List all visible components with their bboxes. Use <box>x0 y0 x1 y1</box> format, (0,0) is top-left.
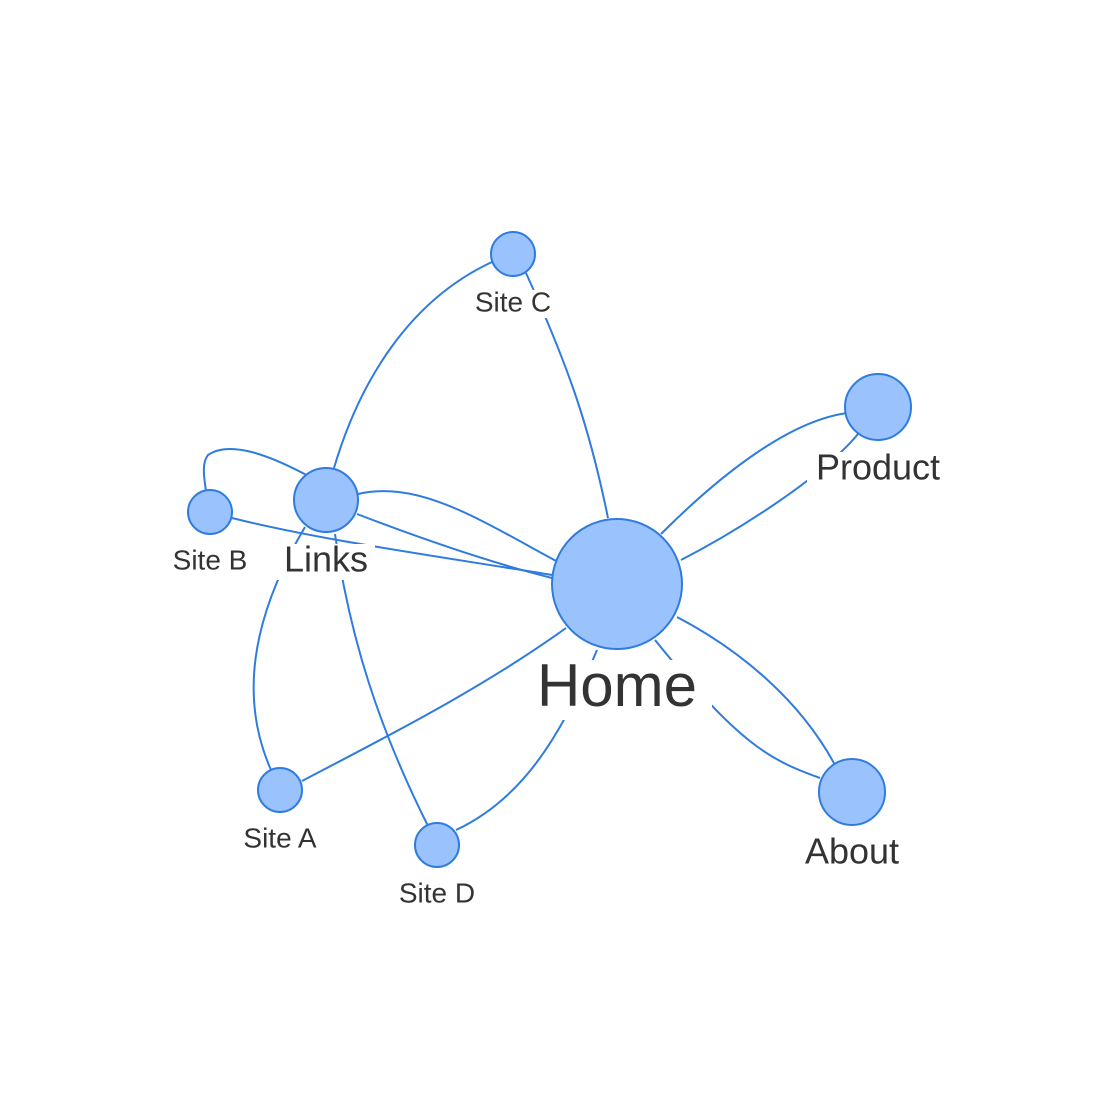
node-site-c: Site C <box>469 231 557 318</box>
node-about-circle <box>818 758 886 826</box>
edge-home-links <box>357 490 559 563</box>
node-home-label-bg <box>522 660 712 720</box>
node-site-a-circle <box>257 767 303 813</box>
node-site-b-label: Site B <box>173 544 248 575</box>
node-site-d: Site D <box>393 822 481 909</box>
node-site-d-label-bg <box>393 881 481 909</box>
node-product-label-bg <box>807 452 949 488</box>
node-site-a-label: Site A <box>243 822 316 853</box>
edge-links-site-c <box>333 261 493 469</box>
node-site-d-circle <box>414 822 460 868</box>
node-links-label: Links <box>284 539 368 580</box>
node-site-b-circle <box>187 489 233 535</box>
node-about: About <box>797 758 907 872</box>
node-about-label: About <box>805 831 899 872</box>
node-site-a: Site A <box>236 767 324 854</box>
node-home-circle <box>551 518 683 650</box>
edge-home-site-b <box>231 517 553 576</box>
edge-links-site-b <box>202 447 313 494</box>
edge-home-product <box>660 412 849 535</box>
node-site-a-label-bg <box>236 826 324 854</box>
node-site-c-label: Site C <box>475 286 551 317</box>
node-home-label: Home <box>537 652 697 719</box>
node-site-c-label-bg <box>469 290 557 318</box>
node-links-circle <box>293 467 359 533</box>
node-site-c-circle <box>490 231 536 277</box>
node-about-label-bg <box>797 836 907 872</box>
node-product-circle <box>844 373 912 441</box>
edge-product-home <box>680 433 859 561</box>
node-product-label: Product <box>816 447 940 488</box>
node-links-label-bg <box>277 544 375 580</box>
edge-home-site-a <box>301 627 567 782</box>
node-site-b-label-bg <box>167 548 253 576</box>
node-home: Home <box>522 518 712 720</box>
edge-home-about <box>676 616 836 766</box>
node-site-d-label: Site D <box>399 877 475 908</box>
node-links: Links <box>277 467 375 580</box>
node-site-b: Site B <box>167 489 253 576</box>
node-product: Product <box>807 373 949 488</box>
edge-links-home <box>356 513 553 579</box>
